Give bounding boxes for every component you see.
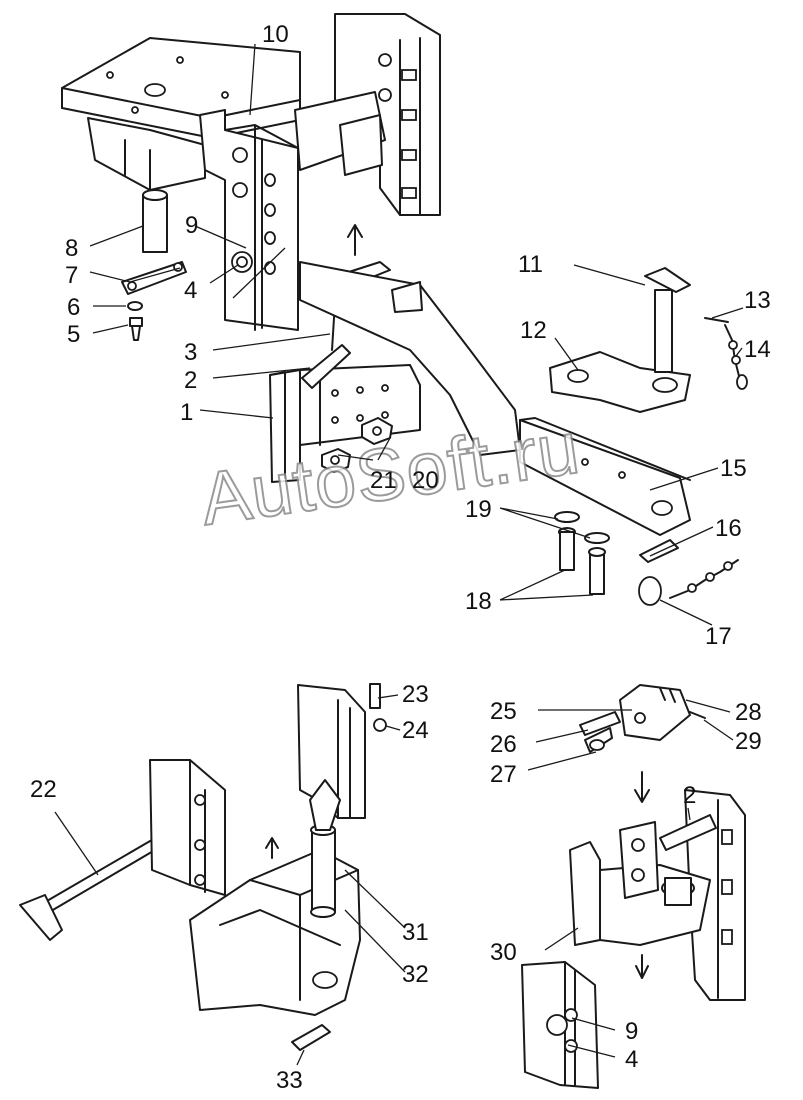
callout-18: 18: [465, 588, 492, 615]
callout-16: 16: [715, 515, 742, 542]
callout-14: 14: [744, 336, 771, 363]
callout-30: 30: [490, 939, 517, 966]
tow-hitch-assembly: [19, 683, 387, 1051]
callout-15: 15: [720, 455, 747, 482]
callout-31: 31: [402, 919, 429, 946]
drawbar-assembly: [269, 224, 691, 536]
callout-8: 8: [65, 235, 78, 262]
callout-17: 17: [705, 623, 732, 650]
callout-20: 20: [412, 467, 439, 494]
retaining-ring-16-17: [638, 539, 739, 606]
callout-3: 3: [184, 339, 197, 366]
callout-9: 9: [185, 212, 198, 239]
callout-26: 26: [490, 731, 517, 758]
callout-22: 22: [30, 776, 57, 803]
callout-7: 7: [65, 262, 78, 289]
callout-23: 23: [402, 681, 429, 708]
callout-2: 2: [184, 367, 197, 394]
callout-19: 19: [465, 496, 492, 523]
callout-29: 29: [735, 728, 762, 755]
upper-mounting-frame: [61, 13, 441, 331]
callout-5: 5: [67, 321, 80, 348]
callout-1: 1: [180, 399, 193, 426]
callout-21: 21: [370, 467, 397, 494]
callout-24: 24: [402, 717, 429, 744]
callout-4-lower: 4: [625, 1046, 638, 1073]
callout-2-lower: 2: [683, 782, 696, 809]
callout-12: 12: [520, 317, 547, 344]
leader-lines: [54, 43, 744, 1066]
callout-33: 33: [276, 1067, 303, 1094]
callout-25: 25: [490, 698, 517, 725]
callout-4: 4: [184, 277, 197, 304]
callout-10: 10: [262, 21, 289, 48]
coupling-head-assembly: [521, 684, 746, 1089]
callout-32: 32: [402, 961, 429, 988]
callout-numbers: 10 9 8 7 4 6 5 3 2 1 21 20 11 12 13 14 1…: [30, 21, 771, 1094]
callout-11: 11: [518, 251, 543, 278]
callout-27: 27: [490, 761, 517, 788]
callout-28: 28: [735, 699, 762, 726]
pin-assembly-8-7-6-5: [121, 189, 187, 341]
callout-13: 13: [744, 287, 771, 314]
callout-6: 6: [67, 294, 80, 321]
bolts-and-washers-18-19: [554, 511, 610, 595]
callout-9-lower: 9: [625, 1018, 638, 1045]
hook-bracket-11-12-13-14: [549, 267, 748, 413]
